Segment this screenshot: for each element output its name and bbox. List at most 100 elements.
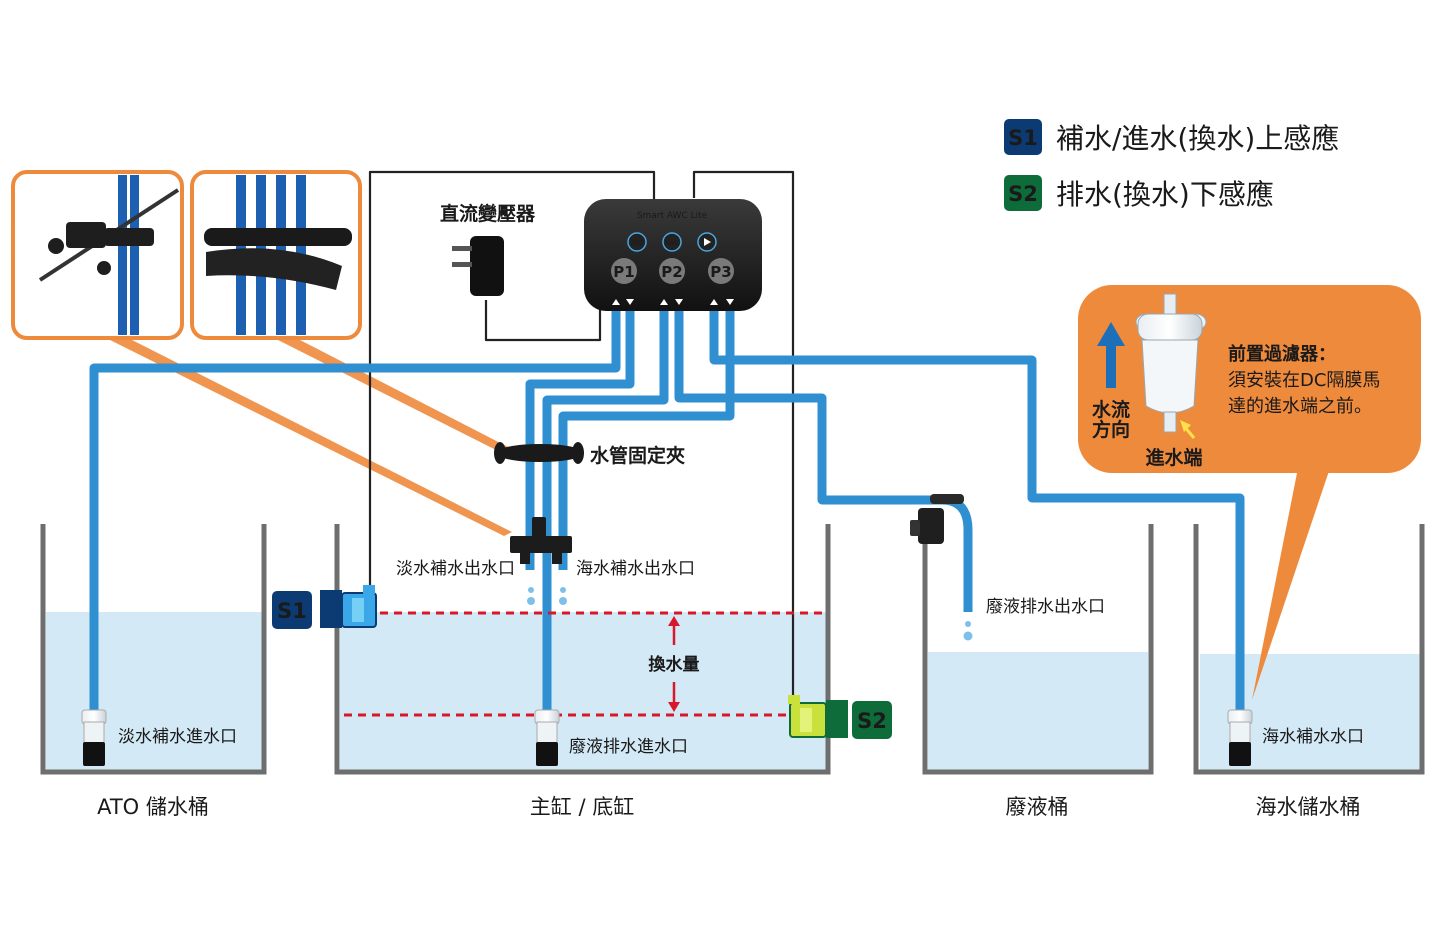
- salt-inlet-label: 海水補水水口: [1262, 727, 1364, 747]
- clip-strap: [206, 248, 342, 290]
- port-p3: [708, 258, 734, 284]
- tanks: [40, 524, 1425, 775]
- s2-sensor-core: [800, 708, 812, 732]
- prefilter-title: 前置過濾器：: [1228, 343, 1336, 365]
- ato-tank-water: [46, 612, 262, 770]
- pipes: [89, 296, 1245, 712]
- tank-water: [46, 612, 1420, 770]
- waste-inlet-label: 廢液排水進水口: [569, 737, 688, 757]
- ato-button-label: ATO: [631, 240, 643, 247]
- controller-buttons: ATO AWC: [627, 232, 717, 252]
- legend: S1 補水/進水(換水)上感應 S2 排水(換水)下感應: [1004, 119, 1339, 211]
- s1-sensor-core: [352, 598, 364, 622]
- s1-sensor-wire: [368, 170, 656, 592]
- callout-sensor-clip: [66, 222, 106, 248]
- change-volume-label: 換水量: [649, 654, 700, 675]
- water-drops: [527, 587, 973, 641]
- waste-drop-1: [965, 621, 971, 627]
- waste-drain-outlet-pipe: [941, 495, 973, 612]
- callout-sensor-bracket: [104, 228, 154, 246]
- main-tank-label: 主缸 / 底缸: [530, 795, 634, 819]
- prefilter-callout-pointer: [1252, 468, 1330, 700]
- flow-direction-line1: 水流: [1092, 398, 1130, 421]
- fresh-drop-1: [528, 587, 534, 593]
- fresh-outlet-label: 淡水補水出水口: [396, 559, 515, 579]
- port-p2-label: P2: [661, 263, 682, 281]
- legend-s1: S1 補水/進水(換水)上感應: [1004, 119, 1339, 155]
- awc-button-label: AWC: [665, 240, 679, 247]
- p2-out-arrow: [675, 299, 683, 305]
- callout-pipe-1: [118, 175, 127, 335]
- s1-sensor-cap: [363, 585, 375, 594]
- s2-legend-text: 排水(換水)下感應: [1056, 178, 1274, 211]
- s2-sensor-bracket: [826, 700, 848, 738]
- port-p2: [659, 258, 685, 284]
- prefilter-bowl: [1141, 339, 1199, 414]
- controller-brand: Smart AWC Lite: [637, 211, 708, 221]
- nozzle-holder-fin-left: [520, 552, 530, 564]
- p1-in-arrow: [612, 299, 620, 305]
- fresh-inlet-filter: [81, 709, 107, 766]
- salt-outlet-label: 海水補水出水口: [576, 559, 695, 579]
- ato-tank: [40, 524, 267, 775]
- p2-in-arrow: [660, 299, 668, 305]
- s2-sensor: S2: [788, 695, 892, 739]
- inlet-label: 進水端: [1145, 446, 1202, 469]
- flow-direction-line2: 方向: [1092, 418, 1130, 441]
- waste-intake-pipe: [542, 296, 669, 712]
- legend-s2: S2 排水(換水)下感應: [1004, 175, 1274, 211]
- callout-sensor-knob: [48, 238, 64, 254]
- controller: Smart AWC Lite ATO AWC P1 P2 P3: [584, 199, 762, 311]
- adapter-prong-2: [452, 262, 472, 267]
- p1-out-arrow: [626, 299, 634, 305]
- main-tank: [334, 524, 831, 775]
- port-flow-arrows: [612, 299, 734, 305]
- fresh-filter-bowl: [83, 721, 105, 745]
- s2-sensor-cap: [788, 695, 800, 704]
- s1-legend-text: 補水/進水(換水)上感應: [1056, 122, 1339, 155]
- fresh-drop-2: [527, 597, 535, 605]
- prefilter-line1: 須安裝在DC隔膜馬: [1228, 370, 1380, 391]
- waste-drain-holder: [910, 494, 964, 544]
- waste-tank: [922, 524, 1154, 775]
- hose-clip-shape: [496, 444, 584, 462]
- nozzle-holder-top: [532, 517, 546, 539]
- prefilter-device: [1135, 293, 1207, 433]
- s2-sensor-wire: [692, 170, 795, 700]
- awc-button[interactable]: [662, 232, 682, 252]
- prefilter-callout: 水流 方向 進水端 前置過濾器： 須安裝在DC隔膜馬 達的進水端之前。: [1078, 285, 1421, 700]
- wires: [368, 170, 795, 700]
- salt-filter-base: [1229, 742, 1251, 766]
- waste-outlet-label: 廢液排水出水口: [986, 597, 1105, 617]
- s1-sensor-bracket: [320, 590, 342, 628]
- fresh-outlet-pipe: [525, 296, 635, 570]
- flow-direction: 水流 方向: [1092, 322, 1130, 441]
- fresh-filter-base: [83, 742, 105, 766]
- hose-clip: [494, 442, 584, 464]
- adapter-prong-1: [452, 246, 472, 251]
- port-p3-label: P3: [710, 263, 731, 281]
- waste-tank-water: [928, 652, 1148, 770]
- fresh-inlet-label: 淡水補水進水口: [118, 727, 237, 747]
- prefilter-cap: [1137, 313, 1203, 341]
- salt-intake-pipe: [709, 296, 1245, 712]
- salt-drop-2: [559, 597, 567, 605]
- ato-button[interactable]: [627, 232, 647, 252]
- hose-clip-callout: [190, 170, 362, 340]
- salt-drop-1: [560, 587, 566, 593]
- port-p1-label: P1: [613, 263, 634, 281]
- salt-tank: [1193, 524, 1425, 775]
- drain-holder-bar: [930, 494, 964, 504]
- p3-out-arrow: [726, 299, 734, 305]
- volume-arrow-bottom-head: [668, 702, 680, 712]
- flow-arrow-head: [1097, 322, 1125, 346]
- nozzle-holder-body: [510, 536, 572, 553]
- inlet-indicator: 進水端: [1145, 420, 1203, 469]
- s1-badge-text: S1: [277, 599, 307, 623]
- fresh-intake-pipe: [89, 296, 621, 712]
- s1-legend-badge-text: S1: [1008, 126, 1038, 150]
- callout-sensor-knob-2: [97, 261, 111, 275]
- waste-drop-2: [963, 631, 973, 641]
- waste-filter-bowl: [536, 721, 558, 745]
